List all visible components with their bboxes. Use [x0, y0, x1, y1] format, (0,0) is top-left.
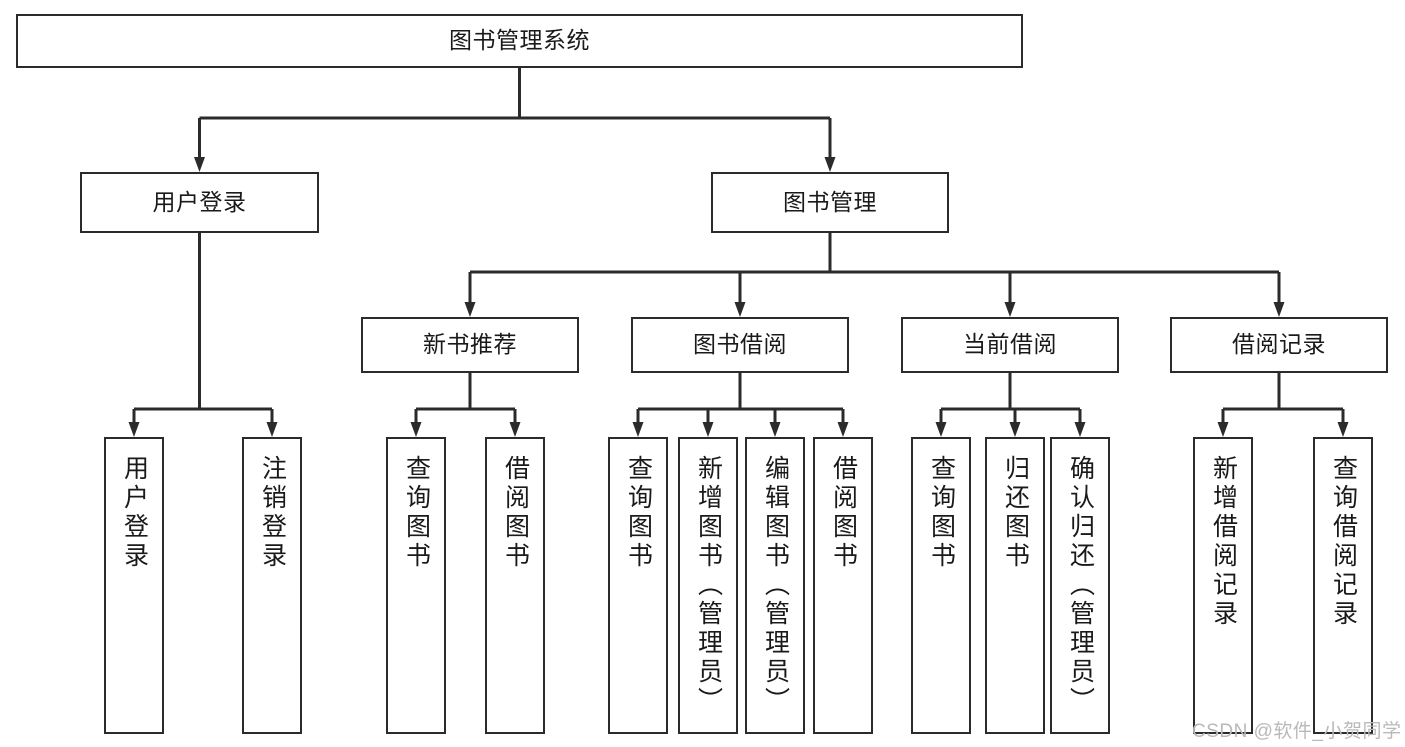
node-label: 查询借阅记录: [1329, 455, 1358, 629]
node-root[interactable]: 图书管理系统: [16, 14, 1023, 68]
arrow-head-leaf-cur-3: [1074, 422, 1086, 437]
node-label: 查询图书: [927, 455, 956, 571]
node-label: 查询图书: [624, 455, 653, 571]
arrow-head-leaf-bor-1: [632, 422, 644, 437]
node-label: 当前借阅: [963, 331, 1057, 358]
arrow-head-leaf-bor-2: [702, 422, 714, 437]
node-label: 编辑图书（管理员）: [761, 455, 790, 716]
node-newbook[interactable]: 新书推荐: [361, 317, 579, 373]
arrow-head-leaf-bor-3: [769, 422, 781, 437]
node-label: 用户登录: [152, 188, 247, 215]
arrow-head-bookmgmt: [824, 157, 836, 172]
node-label: 新增图书（管理员）: [694, 455, 723, 716]
node-label: 借阅图书: [501, 455, 530, 571]
node-label: 借阅记录: [1232, 331, 1326, 358]
csdn-watermark: CSDN @软件_小贺同学: [1192, 721, 1402, 742]
node-current[interactable]: 当前借阅: [901, 317, 1119, 373]
node-borrow[interactable]: 图书借阅: [631, 317, 849, 373]
node-label: 图书借阅: [693, 331, 787, 358]
arrow-head-borrow: [734, 302, 746, 317]
node-leaf-rec-1[interactable]: 新增借阅记录: [1193, 437, 1253, 734]
node-leaf-login-2[interactable]: 注销登录: [242, 437, 302, 734]
node-label: 图书管理: [783, 188, 877, 215]
node-leaf-rec-2[interactable]: 查询借阅记录: [1313, 437, 1373, 734]
arrow-head-leaf-rec-1: [1217, 422, 1229, 437]
node-leaf-login-1[interactable]: 用户登录: [104, 437, 164, 734]
node-label: 注销登录: [258, 455, 287, 571]
node-leaf-new-2[interactable]: 借阅图书: [485, 437, 545, 734]
node-leaf-bor-2[interactable]: 新增图书（管理员）: [678, 437, 738, 734]
node-leaf-bor-3[interactable]: 编辑图书（管理员）: [745, 437, 805, 734]
arrow-head-leaf-login-1: [128, 422, 140, 437]
arrow-head-current: [1004, 302, 1016, 317]
node-label: 借阅图书: [829, 455, 858, 571]
node-label: 用户登录: [120, 455, 149, 571]
node-leaf-cur-2[interactable]: 归还图书: [985, 437, 1045, 734]
node-label: 确认归还（管理员）: [1066, 455, 1095, 716]
arrow-head-leaf-cur-2: [1009, 422, 1021, 437]
node-leaf-bor-1[interactable]: 查询图书: [608, 437, 668, 734]
arrow-head-newbook: [464, 302, 476, 317]
node-login[interactable]: 用户登录: [80, 172, 319, 233]
arrow-head-leaf-login-2: [266, 422, 278, 437]
arrow-head-leaf-cur-1: [935, 422, 947, 437]
node-leaf-bor-4[interactable]: 借阅图书: [813, 437, 873, 734]
node-leaf-new-1[interactable]: 查询图书: [386, 437, 446, 734]
arrow-head-leaf-new-2: [509, 422, 521, 437]
arrow-head-leaf-rec-2: [1337, 422, 1349, 437]
node-leaf-cur-3[interactable]: 确认归还（管理员）: [1050, 437, 1110, 734]
node-label: 归还图书: [1001, 455, 1030, 571]
node-label: 新书推荐: [423, 331, 517, 358]
node-label: 查询图书: [402, 455, 431, 571]
node-label: 图书管理系统: [449, 27, 590, 54]
arrow-head-records: [1273, 302, 1285, 317]
arrow-head-login: [194, 157, 205, 172]
node-bookmgmt[interactable]: 图书管理: [711, 172, 949, 233]
node-label: 新增借阅记录: [1209, 455, 1238, 629]
node-leaf-cur-1[interactable]: 查询图书: [911, 437, 971, 734]
arrow-head-leaf-new-1: [410, 422, 422, 437]
arrow-head-leaf-bor-4: [837, 422, 849, 437]
node-records[interactable]: 借阅记录: [1170, 317, 1388, 373]
